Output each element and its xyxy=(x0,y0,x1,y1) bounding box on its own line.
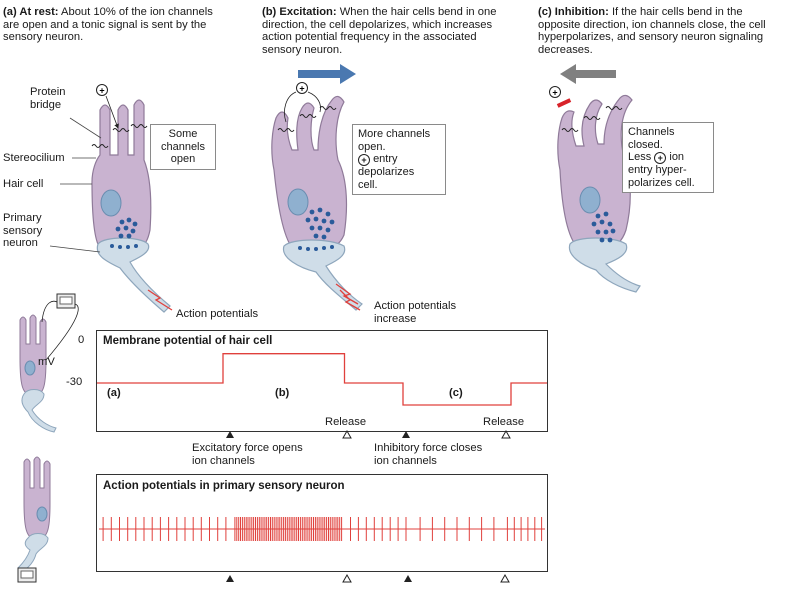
panel-b-box-line-4: depolarizes xyxy=(358,166,415,178)
panel-a-channel-box: Some channels open xyxy=(150,124,216,170)
panel-b-text-line-4: sensory neuron. xyxy=(262,43,343,56)
stereocilium-label: Stereocilium xyxy=(3,152,65,164)
protein-bridge-label: Protein bridge xyxy=(30,86,65,111)
panel-c-box-line-3: Less xyxy=(628,151,652,163)
inhibitory-force-label: Inhibitory force closes ion channels xyxy=(374,442,482,467)
panel-b-heading: (b) Excitation: xyxy=(262,6,337,18)
excitatory-label-line-1: Excitatory force opens xyxy=(192,442,303,454)
panel-a-caption: (a) At rest: About 10% of the ion channe… xyxy=(3,6,213,44)
ap-increase-line-2: increase xyxy=(374,312,417,325)
panel-b-box-line-3: entry xyxy=(373,153,398,165)
panel-a-box-line-3: open xyxy=(170,153,196,165)
label-leaders xyxy=(49,117,102,253)
panel-b-box-line-2: open. xyxy=(358,140,386,153)
svg-text:+: + xyxy=(299,84,304,94)
panel-b-box-line-5: cell. xyxy=(358,178,378,191)
panel-c-channel-box: Channels closed. Less + ion entry hyper-… xyxy=(622,122,714,193)
panel-c-text-line-3: hyperpolarizes, and sensory neuron signa… xyxy=(538,31,764,43)
panel-b-text-line-2: direction, the cell depolarizes, which i… xyxy=(262,18,493,31)
svg-text:+: + xyxy=(552,88,557,98)
panel-b-box-line-1: More channels xyxy=(358,128,431,140)
panel-c-box-line-2: closed. xyxy=(628,138,663,151)
ion-plus-icon: + xyxy=(358,154,370,166)
panel-c-text-line-1: If the hair cells bend in the xyxy=(611,6,743,18)
spike-train-svg xyxy=(99,517,545,541)
panel-c-heading: (c) Inhibition: xyxy=(538,6,609,18)
membrane-plot-title: Membrane potential of hair cell xyxy=(103,335,273,347)
hair-cell-mini-icon-top xyxy=(19,293,79,433)
membrane-trace-line xyxy=(97,353,547,406)
panel-a-box-line-2: channels xyxy=(160,140,206,153)
membrane-trace-svg xyxy=(97,353,547,406)
action-potentials-increase-label: Action potentials increase xyxy=(374,300,456,325)
inhibitory-label-line-1: Inhibitory force closes xyxy=(374,442,483,454)
phase-label-b: (b) xyxy=(275,387,290,399)
panel-a-text-line-2: are open and a tonic signal is sent by t… xyxy=(3,18,207,31)
psn-label-line-3: neuron xyxy=(3,237,38,249)
y-tick-minus-30: -30 xyxy=(66,376,83,388)
action-potential-panel: Action potentials in primary sensory neu… xyxy=(96,474,548,572)
panel-c-text-line-4: decreases. xyxy=(538,43,593,56)
protein-bridge-label-line-1: Protein xyxy=(30,86,66,98)
psn-label-line-2: sensory xyxy=(3,224,43,237)
panel-c-box-line-4: ion xyxy=(669,151,685,163)
psn-label-line-1: Primary xyxy=(3,212,42,224)
hair-cell-label: Hair cell xyxy=(3,178,44,190)
panel-a-text-line-1: About 10% of the ion channels xyxy=(61,6,213,18)
inhibitory-label-line-2: ion channels xyxy=(374,454,437,467)
panel-b-caption: (b) Excitation: When the hair cells bend… xyxy=(262,6,496,56)
hair-cell-a: + xyxy=(91,84,173,313)
action-potentials-label-a: Action potentials xyxy=(176,308,259,320)
panel-c-caption: (c) Inhibition: If the hair cells bend i… xyxy=(538,6,766,56)
mv-unit-label: mV xyxy=(38,356,55,368)
panel-c-box-line-6: polarizes cell. xyxy=(628,176,695,189)
panel-c-box-line-1: Channels xyxy=(628,126,675,138)
release-label-2: Release xyxy=(483,416,525,428)
y-tick-0: 0 xyxy=(78,334,85,346)
panel-b-channel-box: More channels open. + entry depolarizes … xyxy=(352,124,446,195)
protein-bridge-label-line-2: bridge xyxy=(30,98,62,111)
ap-increase-line-1: Action potentials xyxy=(374,300,457,312)
phase-label-a: (a) xyxy=(107,387,121,399)
hair-cell-b: + xyxy=(271,64,363,311)
excitatory-force-label: Excitatory force opens ion channels xyxy=(192,442,303,467)
panel-a-text-line-3: sensory neuron. xyxy=(3,31,84,43)
spike-plot-title: Action potentials in primary sensory neu… xyxy=(103,480,345,492)
hair-cell-c: + xyxy=(549,64,641,293)
release-label-1: Release xyxy=(325,416,367,428)
panel-c-box-line-5: entry hyper- xyxy=(628,164,687,176)
panel-c-text-line-2: opposite direction, ion channels close, … xyxy=(538,18,766,31)
panel-b-text-line-3: action potential frequency in the associ… xyxy=(262,31,477,43)
hair-cell-mini-icon-bottom xyxy=(17,456,51,583)
panel-a-heading: (a) At rest: xyxy=(3,6,59,18)
primary-sensory-neuron-label: Primary sensory neuron xyxy=(3,212,42,250)
excitatory-label-line-2: ion channels xyxy=(192,454,255,467)
panel-a-box-line-1: Some xyxy=(168,128,198,140)
phase-label-c: (c) xyxy=(449,387,463,399)
membrane-potential-panel: Membrane potential of hair cell (a) (b) … xyxy=(96,330,548,432)
panel-b-text-line-1: When the hair cells bend in one xyxy=(339,6,497,18)
ion-plus-icon: + xyxy=(654,152,667,164)
svg-text:+: + xyxy=(99,86,104,96)
